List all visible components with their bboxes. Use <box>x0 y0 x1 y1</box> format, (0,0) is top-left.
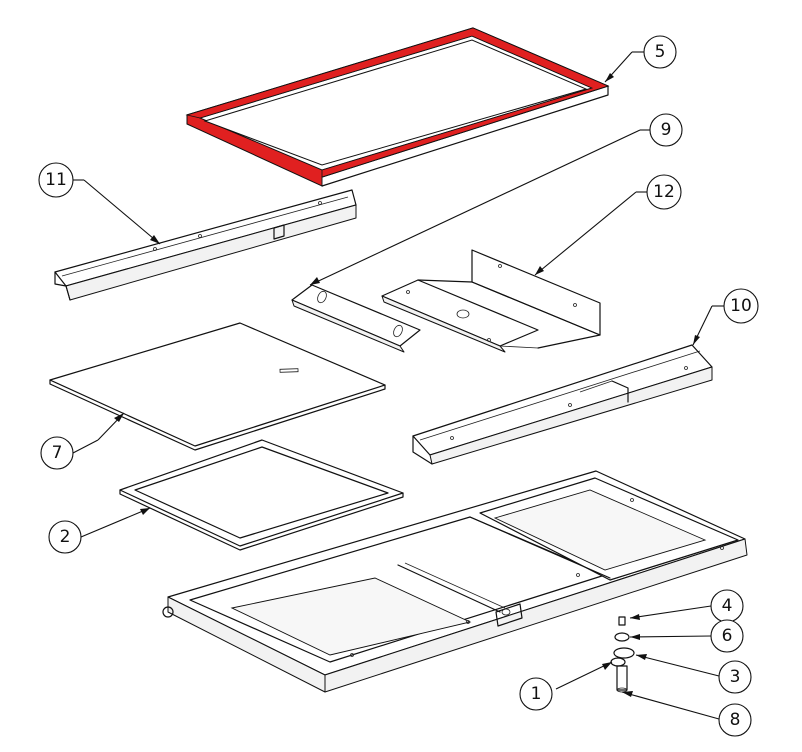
callout-12-label: 12 <box>653 182 675 202</box>
part-nut <box>614 632 630 642</box>
callout-4: 4 <box>629 589 744 623</box>
callout-10: 10 <box>692 288 759 346</box>
part-large-bracket <box>381 249 601 353</box>
callout-10-label: 10 <box>730 296 752 316</box>
callout-9-label: 9 <box>661 120 672 140</box>
callout-4-label: 4 <box>722 596 733 616</box>
part-screw <box>618 616 626 626</box>
callout-5: 5 <box>604 35 677 83</box>
callout-2: 2 <box>48 507 151 554</box>
callout-3: 3 <box>635 654 752 694</box>
callout-8: 8 <box>621 691 752 737</box>
callout-2-label: 2 <box>60 527 71 547</box>
part-gasket-frame <box>185 27 610 187</box>
callout-11-label: 11 <box>45 170 67 190</box>
callout-1: 1 <box>519 661 613 711</box>
callout-1-label: 1 <box>531 684 542 704</box>
part-flat-panel <box>49 322 386 451</box>
callout-9: 9 <box>309 113 683 286</box>
part-bushing <box>610 657 626 667</box>
part-right-rail <box>412 344 713 465</box>
callout-11: 11 <box>38 162 161 245</box>
part-frame-seal <box>119 439 404 551</box>
callout-6: 6 <box>629 619 744 653</box>
part-small-bracket <box>291 284 421 353</box>
callout-8-label: 8 <box>730 710 741 730</box>
callout-3-label: 3 <box>730 667 741 687</box>
callout-5-label: 5 <box>655 42 666 62</box>
part-hardware-stack <box>610 616 635 693</box>
part-pin <box>616 665 628 691</box>
callout-12: 12 <box>534 174 682 276</box>
callout-7-label: 7 <box>52 443 63 463</box>
callout-6-label: 6 <box>722 626 733 646</box>
part-base-tray <box>162 470 748 693</box>
callout-7: 7 <box>40 412 125 470</box>
part-washer <box>613 647 635 659</box>
part-left-rail <box>54 189 357 301</box>
